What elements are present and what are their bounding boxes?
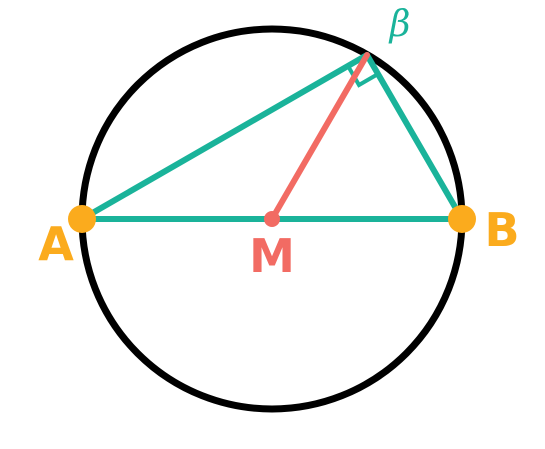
point-b-marker [448, 205, 476, 233]
center-m-marker [264, 211, 280, 227]
label-b: B [484, 203, 519, 257]
label-a: A [38, 217, 74, 271]
point-a-marker [68, 205, 96, 233]
label-beta: β [388, 4, 411, 45]
side-a-c [79, 52, 370, 222]
side-c-b [364, 52, 465, 222]
right-angle-marker [346, 64, 380, 88]
label-m: M [249, 229, 295, 283]
radius-mc [269, 52, 370, 222]
